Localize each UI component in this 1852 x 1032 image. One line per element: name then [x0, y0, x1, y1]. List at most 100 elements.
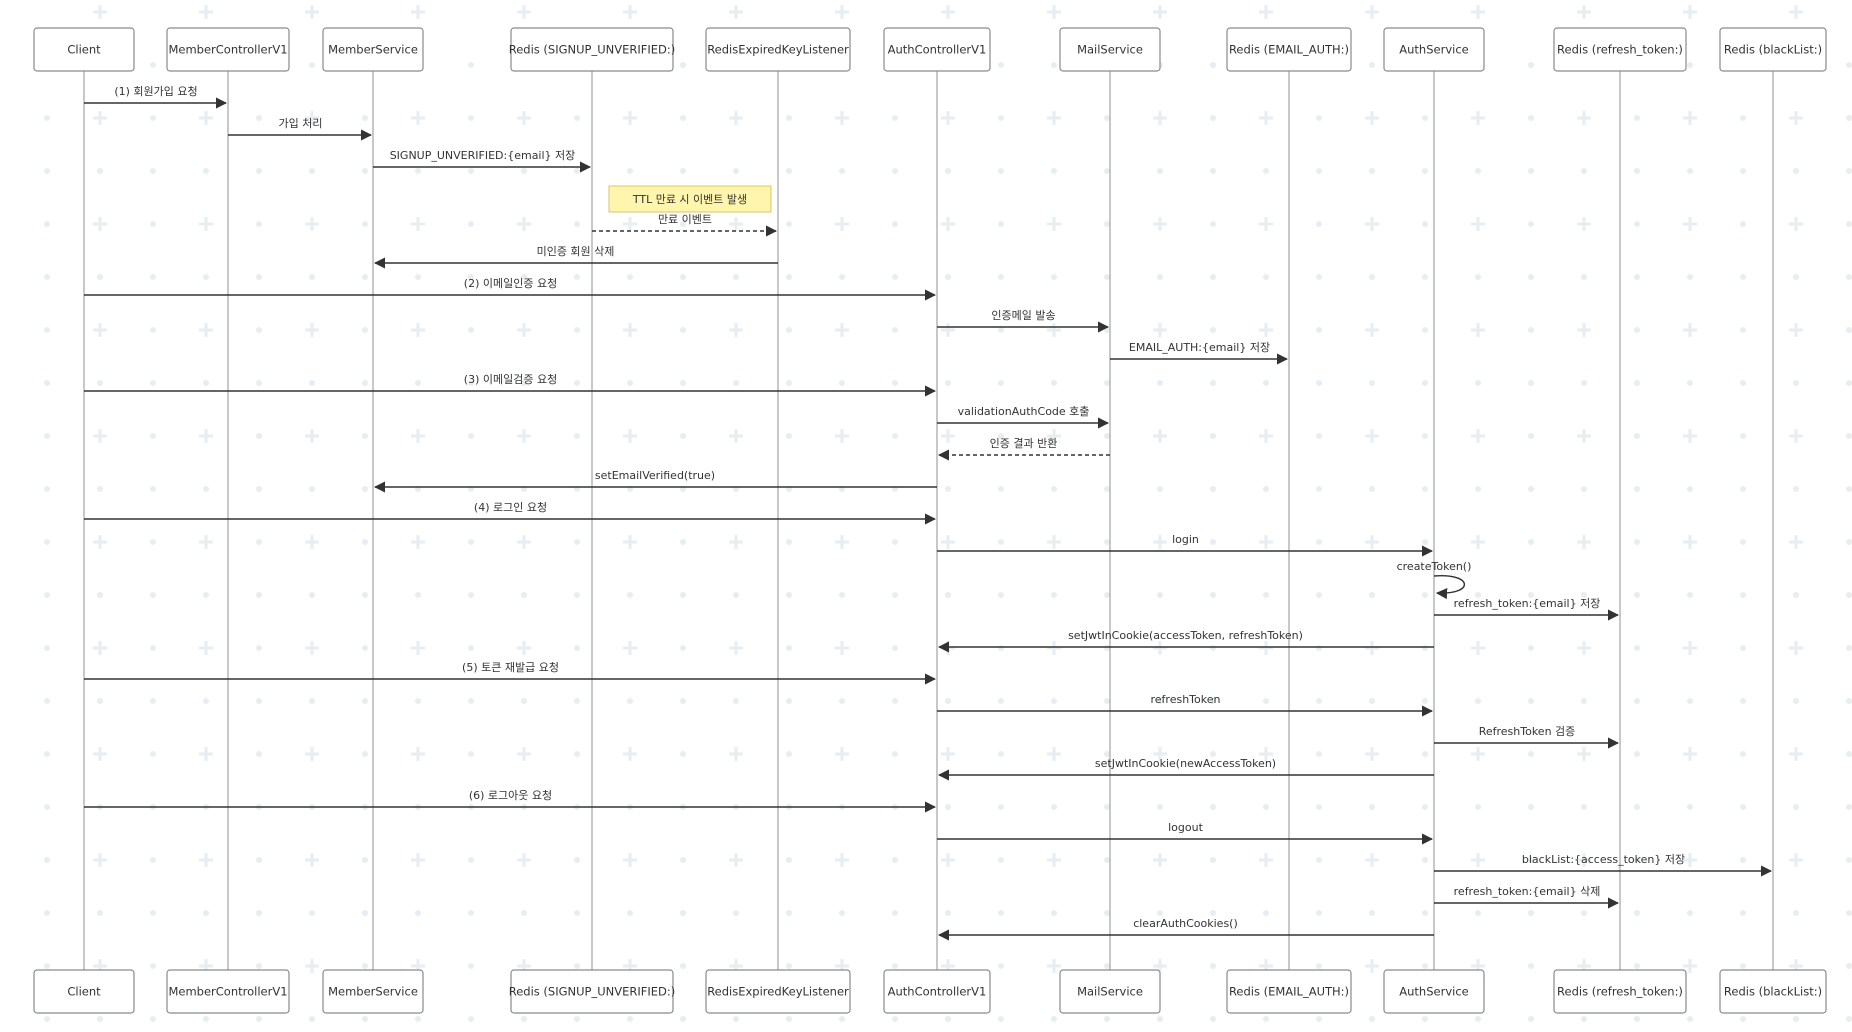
- message: setJwtInCookie(accessToken, refreshToken…: [937, 629, 1434, 653]
- message-label: RefreshToken 검증: [1479, 725, 1576, 738]
- message: (3) 이메일검증 요청: [84, 372, 937, 397]
- participant-label: Redis (blackList:): [1724, 985, 1822, 999]
- message-label: 만료 이벤트: [658, 213, 712, 226]
- message: refresh_token:{email} 삭제: [1434, 885, 1620, 909]
- message-arrow: [1433, 575, 1466, 600]
- message-label: setJwtInCookie(accessToken, refreshToken…: [1068, 629, 1303, 642]
- message-label: refreshToken: [1151, 693, 1221, 706]
- participant-client-top: Client: [33, 27, 135, 72]
- message: setEmailVerified(true): [373, 469, 937, 493]
- message: setJwtInCookie(newAccessToken): [937, 757, 1434, 781]
- message: 만료 이벤트: [592, 213, 778, 237]
- message: clearAuthCookies(): [937, 917, 1434, 941]
- message: (6) 로그아웃 요청: [84, 789, 937, 813]
- participant-label: RedisExpiredKeyListener: [707, 43, 849, 57]
- message-label: SIGNUP_UNVERIFIED:{email} 저장: [390, 149, 576, 162]
- participant-label: Redis (EMAIL_AUTH:): [1229, 985, 1349, 999]
- message-label: refresh_token:{email} 삭제: [1454, 885, 1601, 898]
- message: 가입 처리: [228, 117, 373, 141]
- participant-mail-top: MailService: [1059, 27, 1161, 72]
- message-label: logout: [1168, 821, 1203, 834]
- message-label: 인증메일 발송: [991, 308, 1055, 322]
- message-label: 인증 결과 반환: [990, 437, 1058, 450]
- message-label: createToken(): [1397, 560, 1472, 573]
- message: RefreshToken 검증: [1434, 725, 1620, 749]
- message: (4) 로그인 요청: [84, 501, 937, 525]
- participant-mcv1-bottom: MemberControllerV1: [166, 969, 290, 1014]
- message-label: EMAIL_AUTH:{email} 저장: [1129, 341, 1270, 354]
- participant-ms-bottom: MemberService: [322, 969, 424, 1014]
- participant-label: Client: [67, 985, 101, 999]
- participant-mcv1-top: MemberControllerV1: [166, 27, 290, 72]
- participant-label: AuthService: [1399, 43, 1468, 57]
- participant-rblack-top: Redis (blackList:): [1719, 27, 1827, 72]
- message: (1) 회원가입 요청: [84, 85, 228, 109]
- message: createToken(): [1397, 560, 1472, 600]
- message: EMAIL_AUTH:{email} 저장: [1110, 341, 1289, 365]
- participant-rekl-top: RedisExpiredKeyListener: [705, 27, 851, 72]
- participant-rblack-bottom: Redis (blackList:): [1719, 969, 1827, 1014]
- background-pattern: [44, 5, 1852, 1022]
- participant-label: MailService: [1077, 43, 1143, 57]
- message-label: validationAuthCode 호출: [958, 405, 1090, 418]
- participant-label: MemberService: [328, 985, 418, 999]
- message-label: refresh_token:{email} 저장: [1454, 597, 1601, 610]
- participant-acv1-top: AuthControllerV1: [883, 27, 991, 72]
- message-label: (1) 회원가입 요청: [114, 85, 197, 98]
- participant-rrefresh-bottom: Redis (refresh_token:): [1553, 969, 1687, 1014]
- participant-label: Client: [67, 43, 101, 57]
- participant-label: MemberService: [328, 43, 418, 57]
- participant-label: AuthControllerV1: [888, 985, 987, 999]
- participant-rsignup-bottom: Redis (SIGNUP_UNVERIFIED:): [509, 969, 676, 1014]
- participant-as-top: AuthService: [1383, 27, 1485, 72]
- participant-acv1-bottom: AuthControllerV1: [883, 969, 991, 1014]
- message-label: (2) 이메일인증 요청: [464, 276, 557, 290]
- message-label: (6) 로그아웃 요청: [469, 789, 552, 802]
- message: refreshToken: [937, 693, 1434, 717]
- participant-label: AuthService: [1399, 985, 1468, 999]
- message: refresh_token:{email} 저장: [1434, 597, 1620, 621]
- message: SIGNUP_UNVERIFIED:{email} 저장: [373, 149, 592, 173]
- note-label: TTL 만료 시 이벤트 발생: [632, 193, 747, 206]
- message-label: 미인증 회원 삭제: [537, 245, 615, 258]
- message-label: blackList:{access_token} 저장: [1522, 853, 1685, 866]
- message-label: setEmailVerified(true): [595, 469, 715, 482]
- message-label: clearAuthCookies(): [1133, 917, 1238, 930]
- participant-rekl-bottom: RedisExpiredKeyListener: [705, 969, 851, 1014]
- message-label: 가입 처리: [279, 117, 323, 130]
- participant-client-bottom: Client: [33, 969, 135, 1014]
- message: 미인증 회원 삭제: [373, 245, 778, 269]
- participant-label: MemberControllerV1: [168, 43, 287, 57]
- message: blackList:{access_token} 저장: [1434, 853, 1773, 877]
- message-label: (3) 이메일검증 요청: [464, 372, 557, 386]
- participant-label: Redis (SIGNUP_UNVERIFIED:): [509, 985, 676, 999]
- participant-label: RedisExpiredKeyListener: [707, 985, 849, 999]
- message: login: [937, 533, 1434, 557]
- message-label: setJwtInCookie(newAccessToken): [1095, 757, 1276, 770]
- participant-rsignup-top: Redis (SIGNUP_UNVERIFIED:): [509, 27, 676, 72]
- message: (2) 이메일인증 요청: [84, 276, 937, 301]
- message: (5) 토큰 재발급 요청: [84, 661, 937, 685]
- message: 인증메일 발송: [937, 308, 1110, 333]
- participant-remail-bottom: Redis (EMAIL_AUTH:): [1226, 969, 1352, 1014]
- message: validationAuthCode 호출: [937, 405, 1110, 429]
- participant-label: Redis (blackList:): [1724, 43, 1822, 57]
- participant-label: Redis (refresh_token:): [1557, 985, 1683, 999]
- message-label: (5) 토큰 재발급 요청: [462, 661, 559, 674]
- participant-label: Redis (EMAIL_AUTH:): [1229, 43, 1349, 57]
- participant-mail-bottom: MailService: [1059, 969, 1161, 1014]
- message-label: login: [1172, 533, 1199, 546]
- message-label: (4) 로그인 요청: [474, 501, 547, 514]
- participant-label: Redis (refresh_token:): [1557, 43, 1683, 57]
- participant-rrefresh-top: Redis (refresh_token:): [1553, 27, 1687, 72]
- participant-label: Redis (SIGNUP_UNVERIFIED:): [509, 43, 676, 57]
- participant-label: AuthControllerV1: [888, 43, 987, 57]
- participant-remail-top: Redis (EMAIL_AUTH:): [1226, 27, 1352, 72]
- message: logout: [937, 821, 1434, 845]
- note: TTL 만료 시 이벤트 발생: [608, 185, 772, 213]
- participant-ms-top: MemberService: [322, 27, 424, 72]
- participant-label: MailService: [1077, 985, 1143, 999]
